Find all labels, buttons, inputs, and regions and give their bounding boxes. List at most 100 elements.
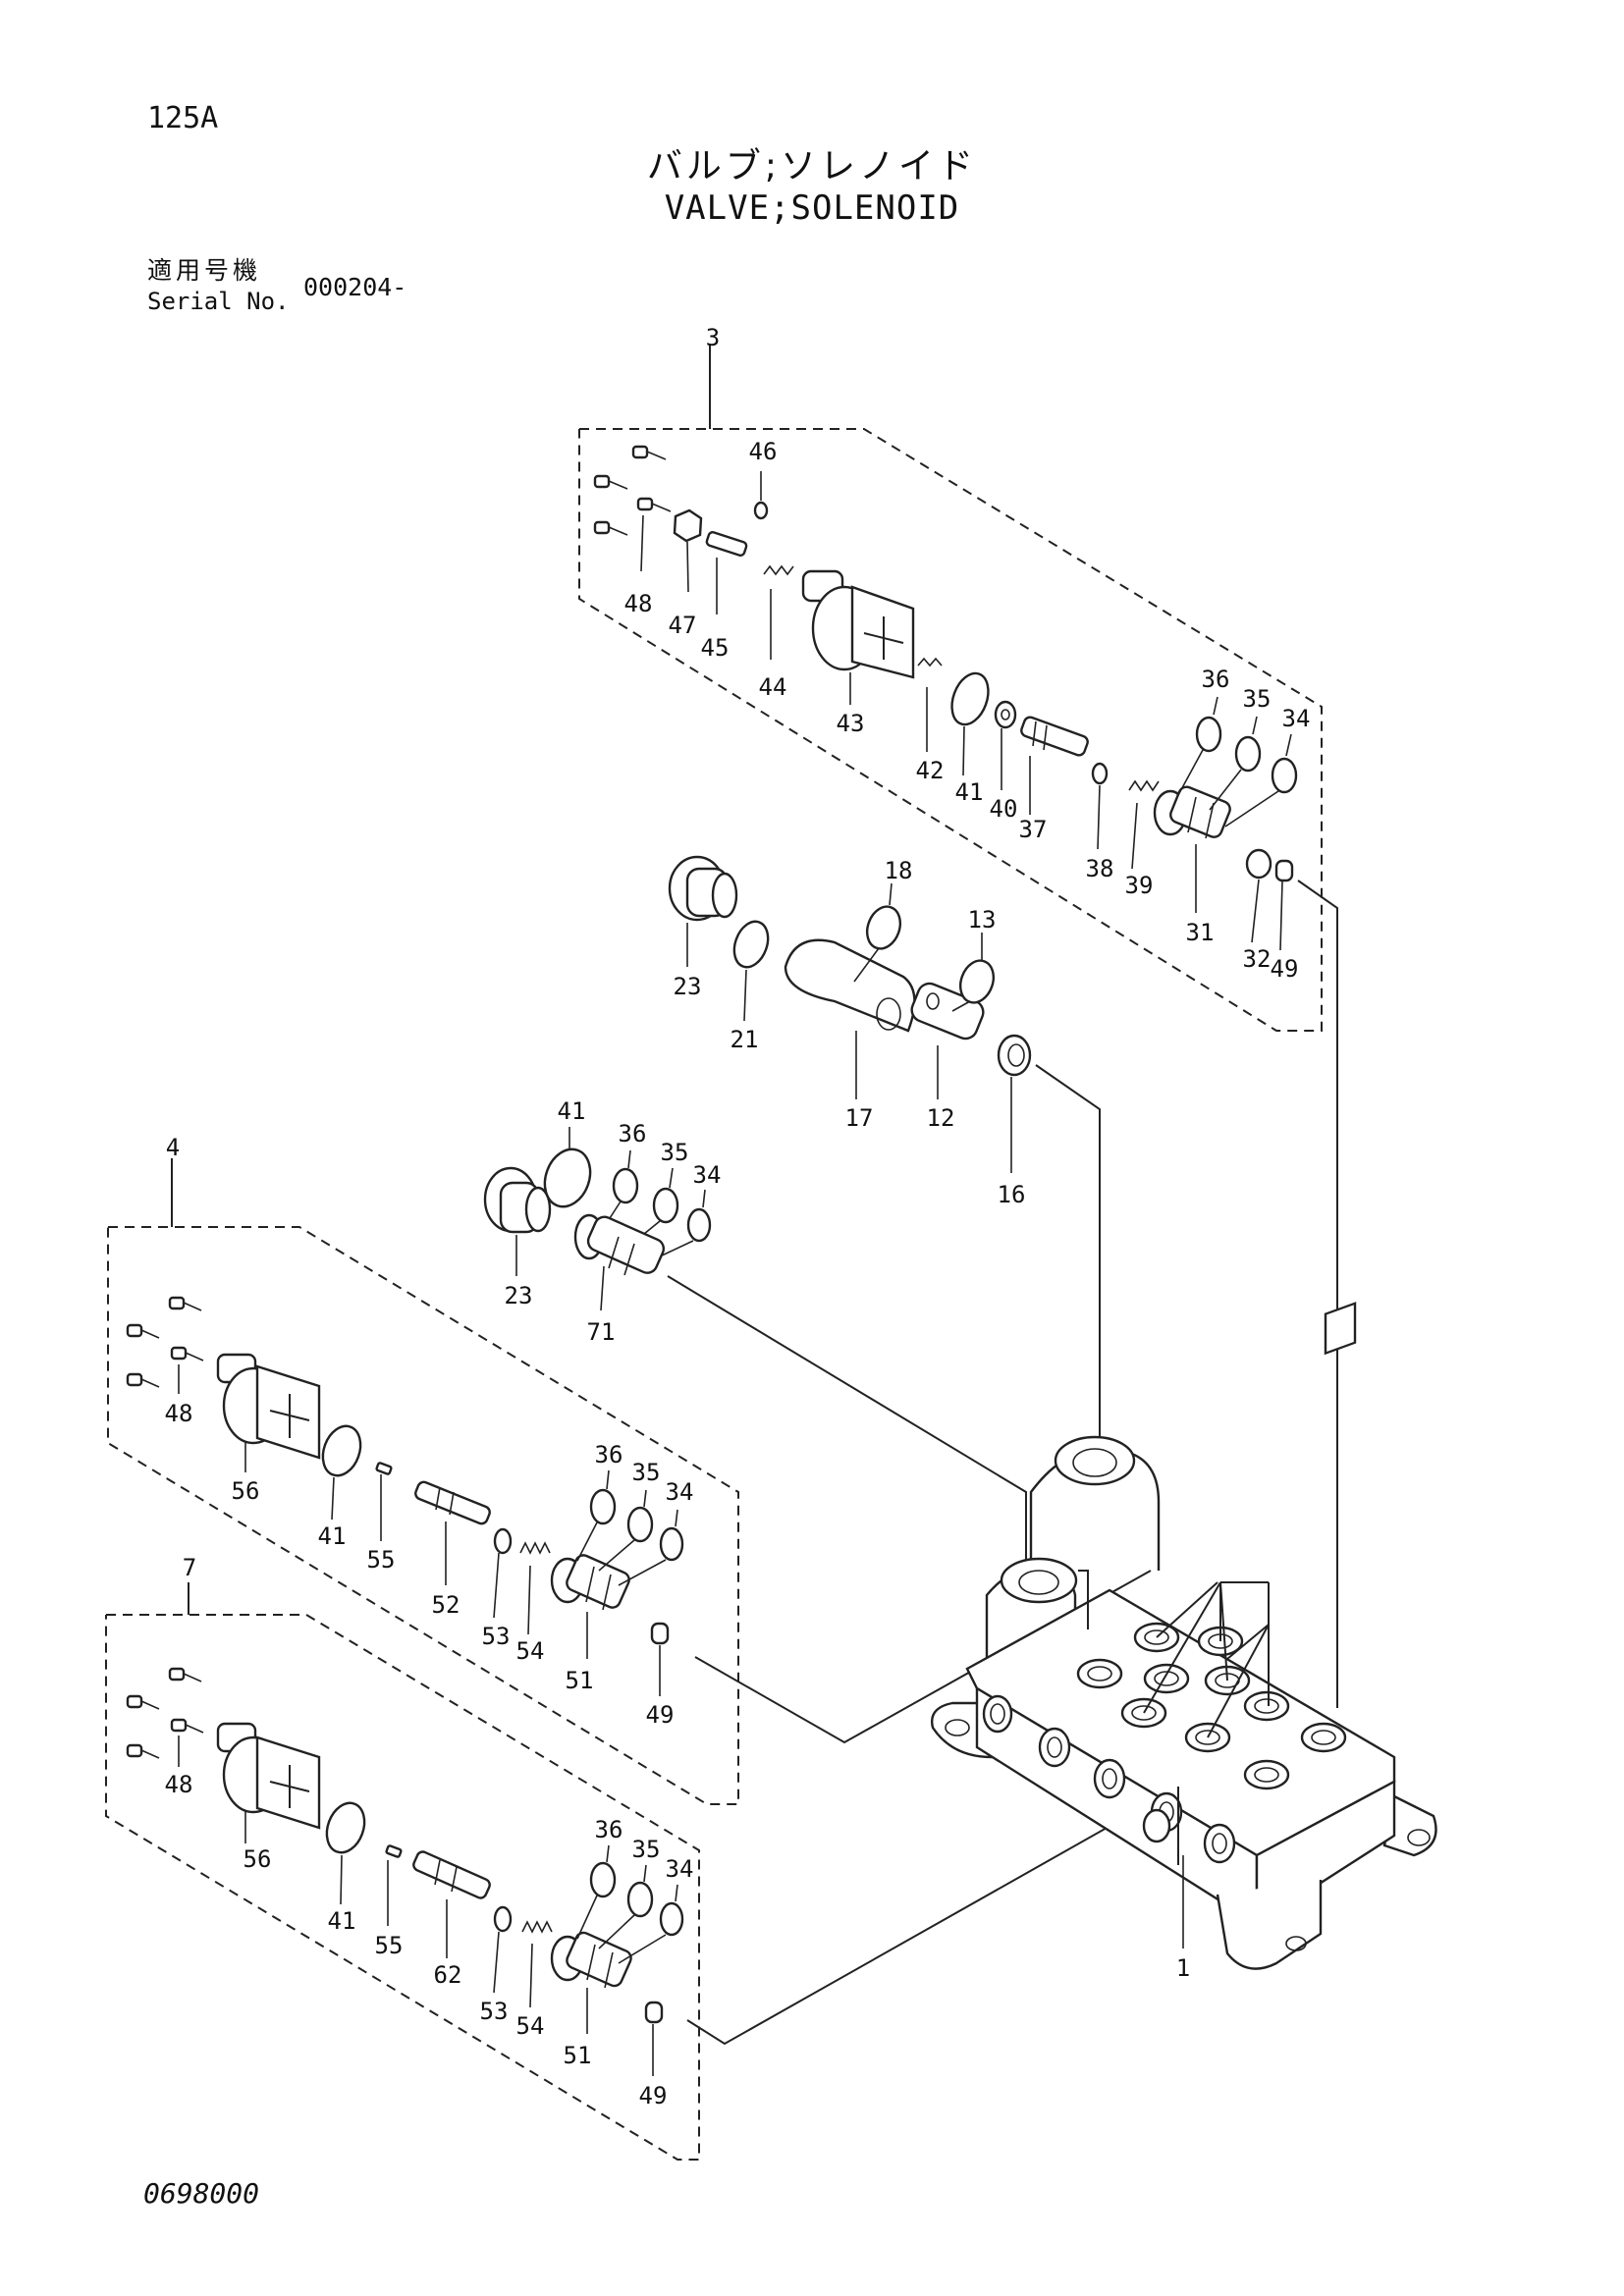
callout-group3-38: 38: [1086, 855, 1114, 882]
callout-group4-56: 56: [232, 1477, 260, 1505]
o-ring-part-36: [1195, 716, 1222, 753]
callout-group4-35: 35: [632, 1459, 661, 1486]
ring-part-49-group-4: [650, 1622, 670, 1645]
spool-part-62: [412, 1850, 491, 1958]
callout-group7-62: 62: [434, 1961, 462, 1989]
o-ring-part-34-group-4: [659, 1526, 684, 1562]
spool-part-37: [1020, 716, 1089, 815]
o-ring-part-41-group-7: [325, 1801, 366, 1854]
callout-group4-4: 4: [166, 1134, 180, 1161]
ring-part-16: [997, 1034, 1032, 1173]
callout-group7-7: 7: [183, 1554, 196, 1581]
sleeve-part-51-group-4: [550, 1554, 630, 1659]
callout-group7-56: 56: [244, 1845, 272, 1873]
callout-group7-54: 54: [516, 2012, 545, 2040]
ring-part-53-group-7: [493, 1905, 513, 1933]
o-ring-part-34-middle: [686, 1207, 712, 1243]
callout-group3-46: 46: [749, 438, 778, 465]
callout-middle-41: 41: [558, 1097, 586, 1125]
callout-group3-34: 34: [1282, 705, 1311, 732]
callout-group4-52: 52: [432, 1591, 460, 1619]
spring-part-54-group-7: [521, 1920, 553, 1934]
serial-number-value: 000204-: [303, 273, 407, 301]
o-ring-part-36-group-7: [589, 1861, 617, 1898]
callout-group4-51: 51: [566, 1667, 594, 1694]
ring-part-49-group-7: [644, 2001, 664, 2024]
sleeve-part-51-group-7: [550, 1931, 632, 2034]
sleeve-part-17: [784, 938, 916, 1099]
solenoid-part-56-group-4: [216, 1353, 321, 1472]
o-ring-part-35-middle: [652, 1187, 679, 1224]
o-ring-part-46: [753, 501, 769, 520]
callout-group3-37: 37: [1019, 816, 1048, 843]
callout-group7-41: 41: [328, 1907, 356, 1935]
spring-part-54-group-4: [519, 1541, 551, 1555]
plug-part-23-upper: [668, 855, 738, 967]
callout-group3-3: 3: [706, 324, 720, 351]
callout-group7-48: 48: [165, 1771, 193, 1798]
o-ring-part-18: [865, 905, 902, 950]
title-english: VALVE;SOLENOID: [664, 188, 960, 228]
callout-group3-49: 49: [1271, 955, 1299, 983]
o-ring-part-41-middle: [543, 1148, 592, 1208]
callout-group3-31: 31: [1186, 919, 1215, 946]
assembly-group-7: [105, 1582, 1268, 2161]
callout-middle-23: 23: [505, 1282, 533, 1309]
assembly-group-3: [578, 344, 1338, 1708]
o-ring-part-34: [1271, 757, 1298, 794]
valve-body-part-1: [931, 1302, 1437, 1970]
callout-group7-36: 36: [595, 1816, 623, 1843]
callout-middle-17: 17: [845, 1104, 874, 1132]
callout-middle-71: 71: [587, 1318, 616, 1346]
washer-part-40: [994, 700, 1017, 790]
plug-part-32: [1245, 848, 1272, 880]
bolt-part-48: [593, 445, 672, 572]
screw-part-45: [705, 531, 748, 614]
callout-group3-36: 36: [1202, 666, 1230, 693]
callout-group3-48: 48: [624, 590, 653, 617]
callout-group7-35: 35: [632, 1836, 661, 1863]
callout-body-1: 1: [1176, 1954, 1190, 1982]
callout-group4-41: 41: [318, 1522, 347, 1550]
callout-middle-13: 13: [968, 906, 997, 934]
callout-group4-54: 54: [516, 1637, 545, 1665]
callout-group7-55: 55: [375, 1932, 404, 1959]
callout-middle-18: 18: [885, 857, 913, 884]
callout-group4-48: 48: [165, 1400, 193, 1427]
callout-group3-44: 44: [759, 673, 787, 701]
spool-part-52: [414, 1480, 491, 1585]
callout-group3-45: 45: [701, 634, 730, 662]
callout-group3-41: 41: [955, 778, 984, 806]
pin-part-55-group-4: [375, 1462, 393, 1475]
spring-part-42: [917, 657, 943, 667]
o-ring-part-35-group-4: [626, 1506, 654, 1543]
callout-group7-34: 34: [666, 1855, 694, 1883]
callout-group3-42: 42: [916, 757, 945, 784]
title-japanese: バルブ;ソレノイド: [646, 146, 978, 187]
pin-part-55-group-7: [385, 1844, 403, 1858]
spring-part-39: [1128, 779, 1160, 792]
ring-part-49: [1274, 859, 1294, 882]
o-ring-part-35-group-7: [626, 1881, 654, 1918]
callout-group7-53: 53: [480, 1998, 509, 2025]
callout-group3-40: 40: [990, 795, 1018, 823]
cartridge-part-71: [573, 1213, 666, 1311]
callout-group3-35: 35: [1243, 685, 1272, 713]
o-ring-part-36-middle: [612, 1167, 639, 1204]
bolt-part-48-group-7: [126, 1667, 204, 1767]
bolt-part-48-group-4: [126, 1296, 204, 1394]
page-number: 125A: [147, 101, 219, 135]
nut-part-47: [673, 508, 703, 593]
ring-part-53-group-4: [493, 1527, 513, 1555]
callout-middle-34: 34: [693, 1161, 722, 1189]
middle-parts: [483, 855, 1101, 1595]
callout-group4-55: 55: [367, 1546, 396, 1574]
callout-middle-35: 35: [661, 1139, 689, 1166]
assembly-group-4: [107, 1158, 1152, 1805]
callout-middle-16: 16: [998, 1181, 1026, 1208]
callout-group4-49: 49: [646, 1701, 675, 1729]
o-ring-part-36-group-4: [589, 1488, 617, 1525]
sleeve-part-31: [1153, 785, 1231, 913]
plug-part-23-lower: [483, 1166, 552, 1276]
